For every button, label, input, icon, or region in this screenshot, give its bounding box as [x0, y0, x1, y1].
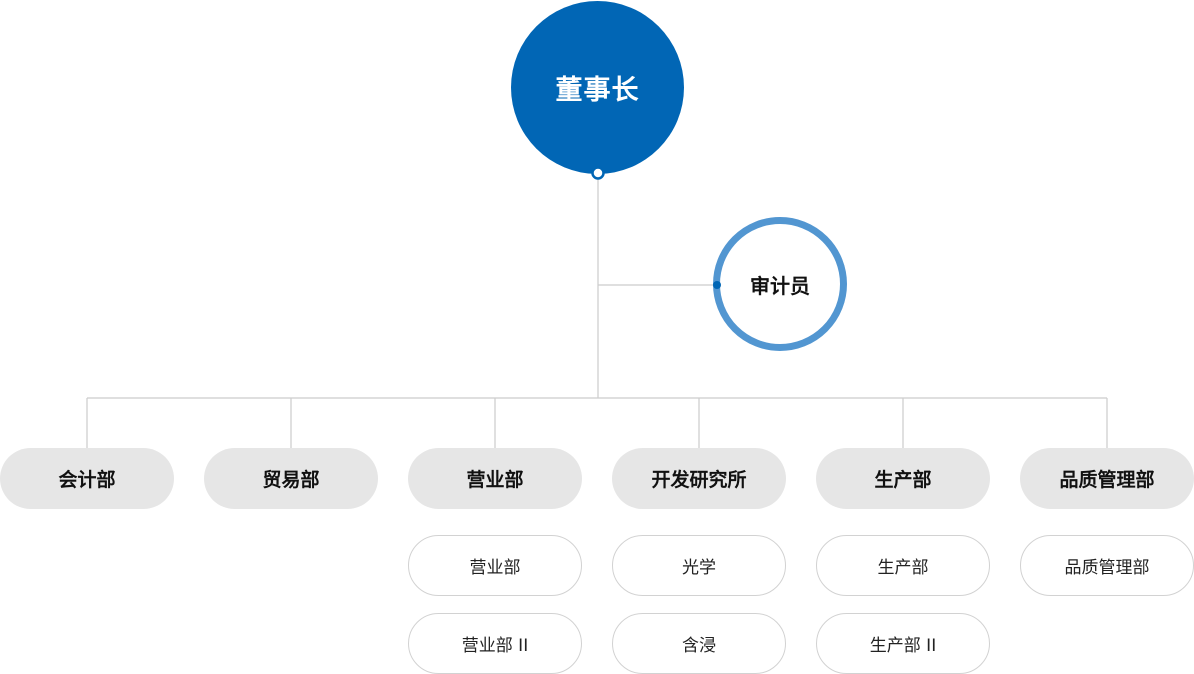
dept-sales: 营业部 — [408, 448, 582, 509]
dept-label: 生产部 — [874, 469, 932, 491]
dept-quality: 品质管理部 — [1020, 448, 1194, 509]
sub-unit-label: 营业部 — [469, 558, 521, 578]
sub-unit-label: 品质管理部 — [1064, 558, 1150, 578]
dept-rnd: 开发研究所 — [612, 448, 786, 509]
chairman-label: 董事长 — [555, 75, 640, 106]
dept-label: 贸易部 — [262, 469, 320, 491]
dept-label: 会计部 — [58, 469, 116, 491]
auditor-label: 审计员 — [750, 273, 810, 298]
sub-unit-label: 生产部 II — [869, 636, 937, 656]
dept-label: 营业部 — [466, 469, 524, 491]
sub-unit-quality: 品质管理部 — [1020, 535, 1194, 596]
chairman-connector-dot — [591, 166, 605, 180]
sub-unit-label: 含浸 — [682, 636, 716, 656]
dept-label: 品质管理部 — [1059, 469, 1155, 491]
sub-unit-label: 光学 — [682, 558, 716, 578]
sub-unit-sales-1: 营业部 — [408, 535, 582, 596]
dept-label: 开发研究所 — [651, 469, 747, 491]
dept-trade: 贸易部 — [204, 448, 378, 509]
sub-unit-sales-2: 营业部 II — [408, 613, 582, 674]
auditor-connector-dot — [713, 281, 721, 289]
auditor-node: 审计员 — [713, 217, 847, 351]
sub-unit-optics: 光学 — [612, 535, 786, 596]
sub-unit-production-1: 生产部 — [816, 535, 990, 596]
sub-unit-label: 生产部 — [877, 558, 929, 578]
sub-unit-impregnation: 含浸 — [612, 613, 786, 674]
dept-production: 生产部 — [816, 448, 990, 509]
sub-unit-label: 营业部 II — [461, 636, 529, 656]
chairman-node: 董事长 — [511, 1, 684, 174]
sub-unit-production-2: 生产部 II — [816, 613, 990, 674]
dept-accounting: 会计部 — [0, 448, 174, 509]
